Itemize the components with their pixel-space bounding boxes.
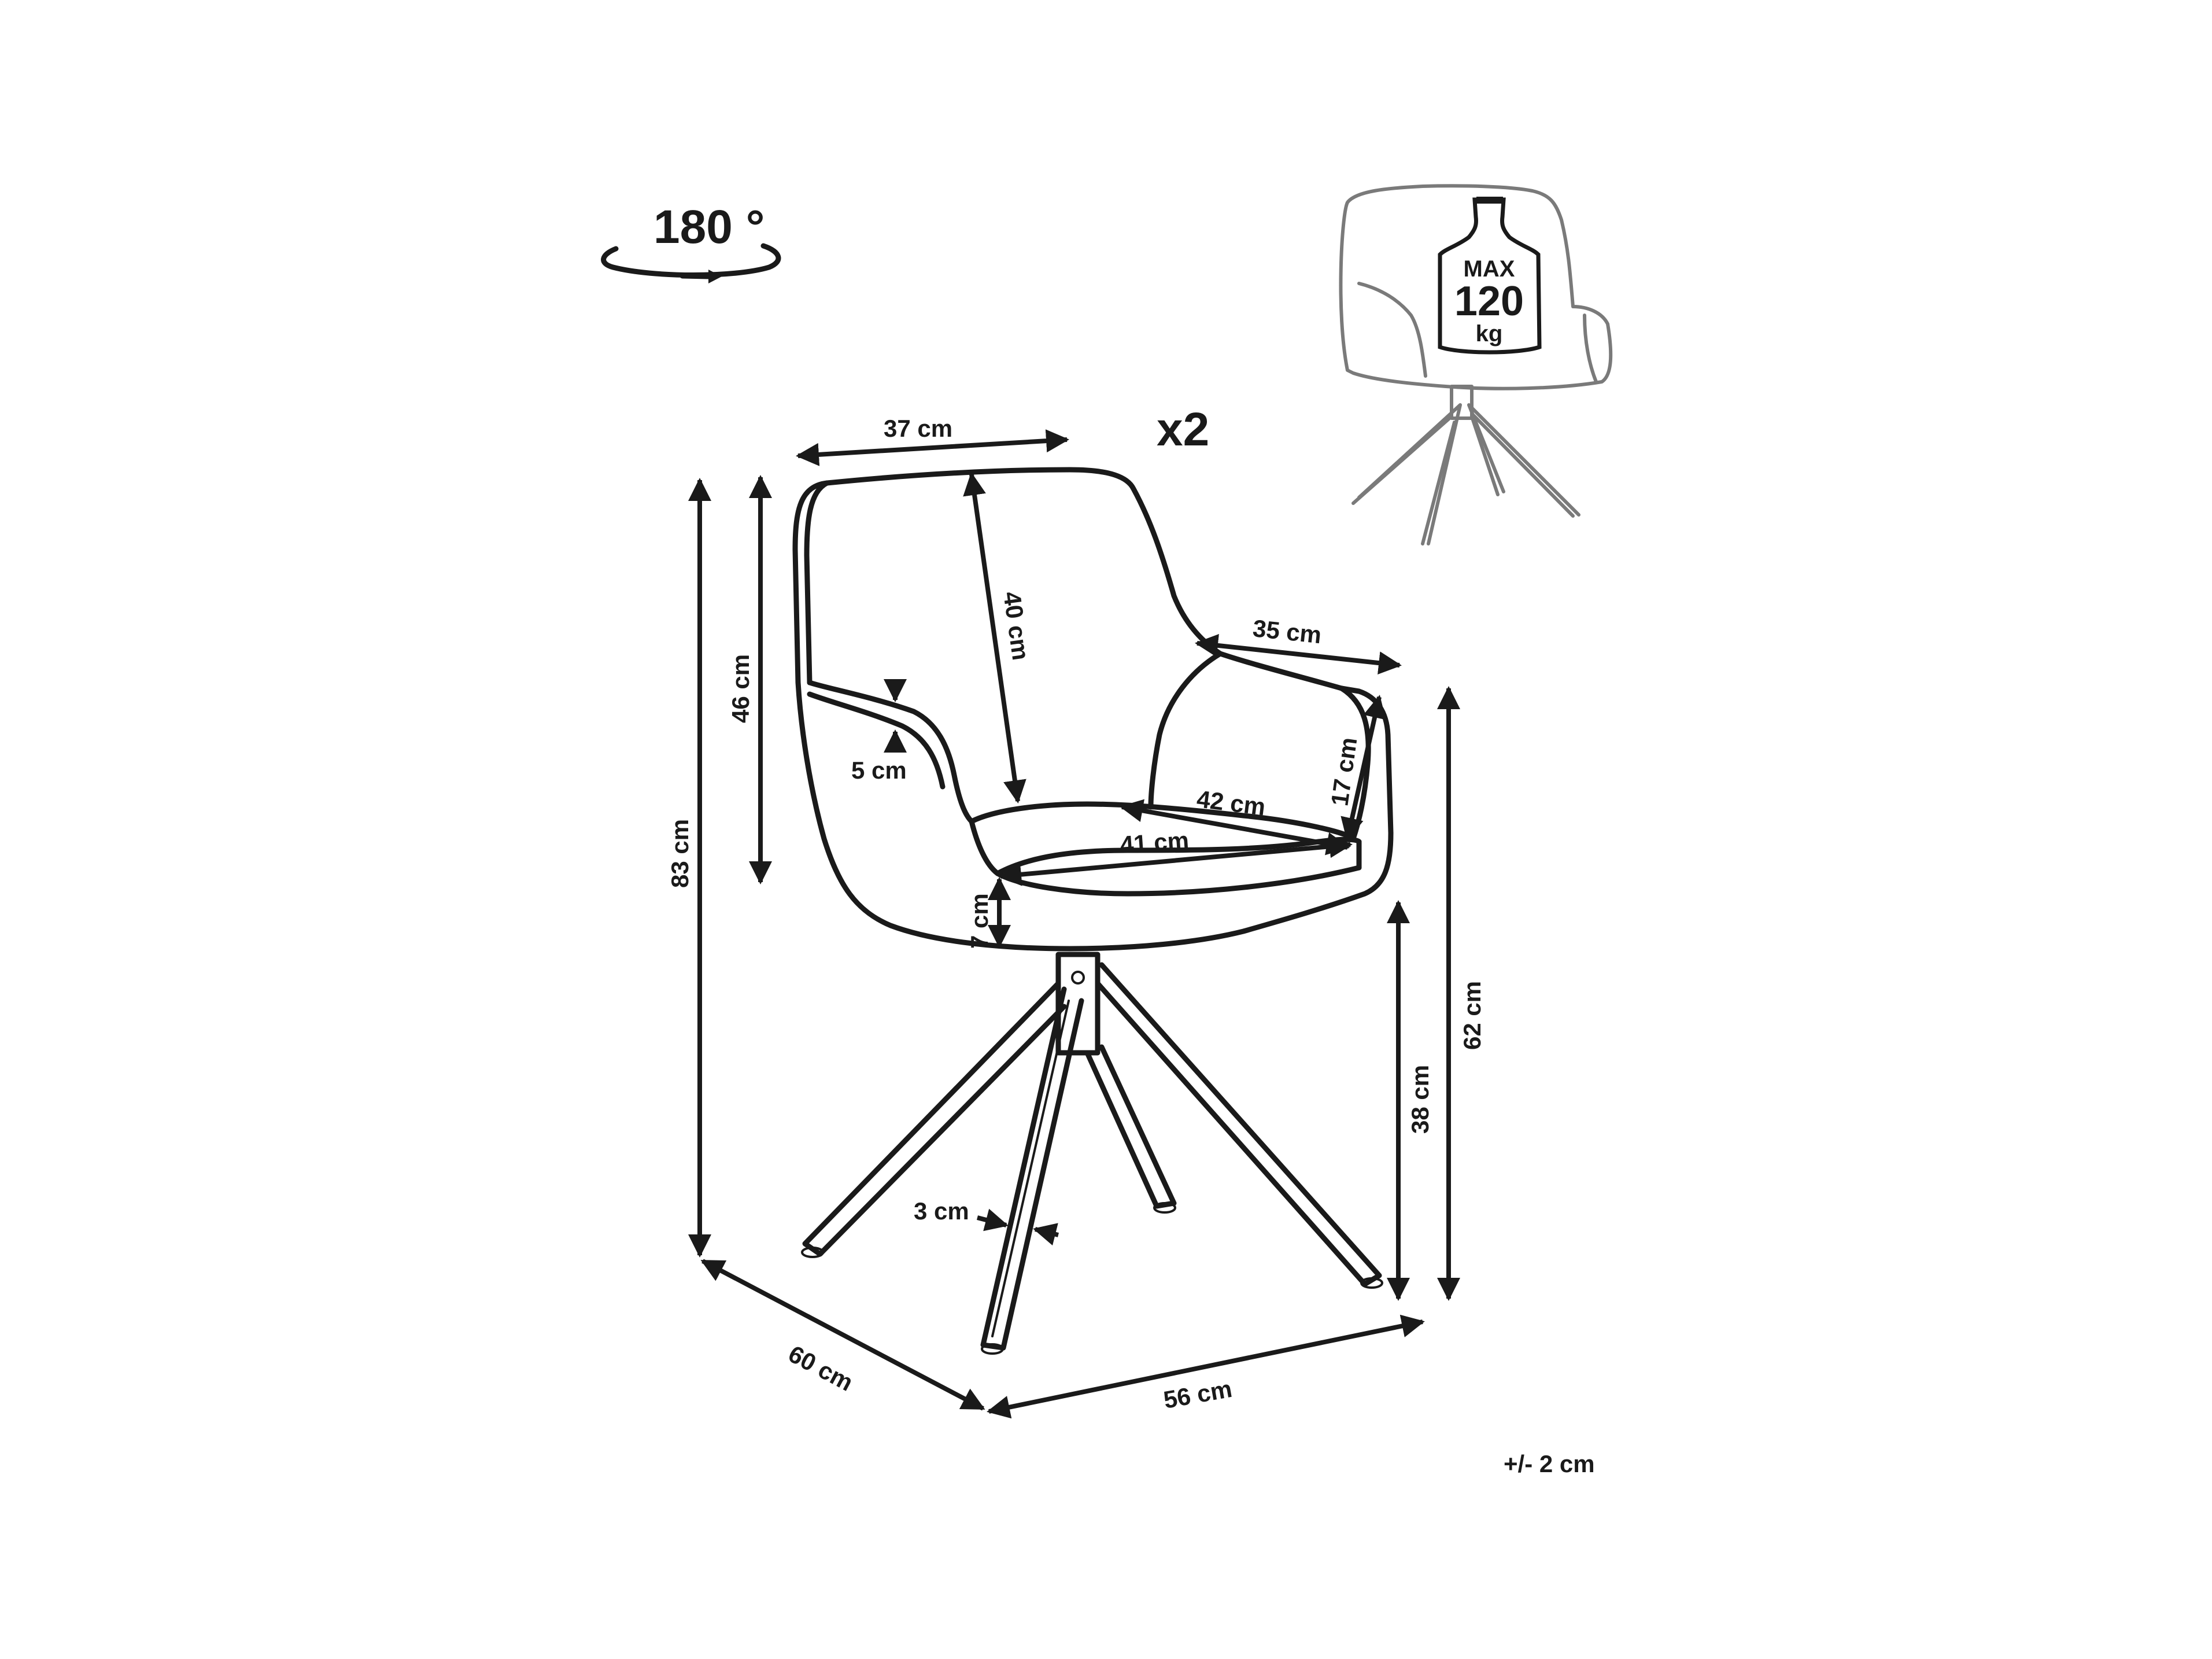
- rotate-180-icon: 180 °: [601, 201, 781, 283]
- label-seat-height: 38 cm: [1406, 1065, 1434, 1134]
- dim-line-width: [987, 1314, 1425, 1419]
- dimension-lines: [688, 429, 1460, 1419]
- dimension-labels: 37 cm 40 cm 35 cm 46 cm 5 cm 17 cm 42 cm…: [666, 415, 1486, 1414]
- dim-line-armrest-length: [1195, 634, 1402, 674]
- label-backrest-height: 40 cm: [998, 590, 1035, 662]
- label-seat-thickness: 7 cm: [966, 893, 993, 949]
- label-backrest-top-width: 37 cm: [884, 415, 952, 442]
- label-leg-width: 3 cm: [914, 1197, 969, 1225]
- label-armrest-length: 35 cm: [1251, 614, 1323, 648]
- label-depth: 60 cm: [784, 1340, 858, 1396]
- dim-line-backrest-height: [963, 472, 1026, 803]
- label-total-height: 83 cm: [666, 819, 693, 888]
- tolerance-label: +/- 2 cm: [1504, 1450, 1595, 1477]
- quantity-label: x2: [1157, 403, 1209, 456]
- dim-line-depth: [700, 1259, 985, 1411]
- label-back-height: 46 cm: [727, 654, 754, 723]
- label-armrest-floor-height: 62 cm: [1458, 981, 1486, 1050]
- dim-line-armrest-height: [1341, 695, 1386, 841]
- max-load-line1: MAX: [1464, 256, 1515, 282]
- max-load-line3: kg: [1476, 321, 1503, 346]
- label-cushion-thickness: 5 cm: [851, 757, 907, 784]
- dim-line-seat-width: [998, 835, 1353, 886]
- max-load-line2: 120: [1454, 278, 1524, 325]
- label-seat-depth: 42 cm: [1195, 785, 1267, 820]
- dim-line-backrest-top: [796, 429, 1069, 466]
- chair-illustration: [792, 467, 1394, 952]
- label-width: 56 cm: [1161, 1375, 1234, 1414]
- rotation-label: 180 °: [653, 201, 765, 253]
- swivel-base: [801, 952, 1383, 1355]
- label-seat-width: 41 cm: [1119, 827, 1190, 858]
- weight-capacity-icon: MAX 120 kg: [1339, 184, 1613, 545]
